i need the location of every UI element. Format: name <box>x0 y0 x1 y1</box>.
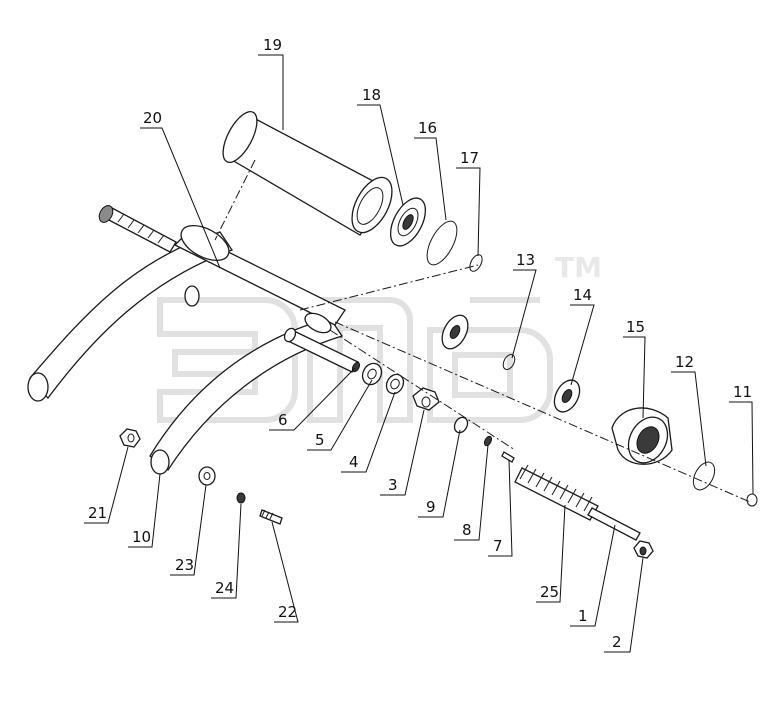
label-5: 5 <box>315 431 325 449</box>
label-23: 23 <box>175 556 194 574</box>
label-9: 9 <box>426 498 436 516</box>
label-13: 13 <box>516 251 535 269</box>
part-15-cap <box>611 407 673 465</box>
part-2-nut <box>633 540 654 559</box>
label-20: 20 <box>143 109 162 127</box>
leader-lines <box>84 54 754 653</box>
label-6: 6 <box>278 411 288 429</box>
label-2: 2 <box>612 633 622 651</box>
part-1-rod <box>587 507 641 541</box>
label-15: 15 <box>626 318 645 336</box>
part-5-washer <box>361 362 383 386</box>
part-17-ring <box>469 254 483 272</box>
label-16: 16 <box>418 119 437 137</box>
label-17: 17 <box>460 149 479 167</box>
part-20-arm-frame <box>27 205 346 475</box>
part-3-nut <box>412 387 440 411</box>
label-4: 4 <box>349 453 359 471</box>
label-1: 1 <box>578 607 588 625</box>
part-6-axle <box>283 327 361 373</box>
part-12-snap-ring <box>692 461 716 491</box>
assembly-axes <box>214 159 751 503</box>
watermark-logo: TM <box>157 251 602 423</box>
part-21-bushing <box>119 428 141 448</box>
part-23-washer <box>198 466 216 486</box>
part-18-bearing <box>389 197 427 247</box>
part-22-bolt <box>259 509 283 525</box>
label-14: 14 <box>573 286 592 304</box>
part-8-lock-washer <box>483 435 493 447</box>
label-7: 7 <box>493 537 503 555</box>
label-3: 3 <box>388 476 398 494</box>
part-4-washer <box>385 373 405 395</box>
label-24: 24 <box>215 579 234 597</box>
part-7-screw <box>501 451 515 463</box>
part-24-lock-washer <box>236 492 246 504</box>
label-25: 25 <box>540 583 559 601</box>
part-19-tube <box>222 110 393 236</box>
label-8: 8 <box>462 521 472 539</box>
part-14-bearing <box>553 379 581 413</box>
label-12: 12 <box>675 353 694 371</box>
label-18: 18 <box>362 86 381 104</box>
label-10: 10 <box>132 528 151 546</box>
part-25-spring <box>514 464 599 521</box>
label-22: 22 <box>278 603 297 621</box>
part-labels: 19 18 16 17 20 13 14 15 12 11 6 5 4 3 9 … <box>88 36 752 651</box>
label-21: 21 <box>88 504 107 522</box>
part-bearing-small <box>441 314 469 350</box>
label-19: 19 <box>263 36 282 54</box>
watermark-tm: TM <box>555 251 602 284</box>
label-11: 11 <box>733 383 752 401</box>
part-11-ring <box>746 493 758 507</box>
part-16-snap-ring <box>426 220 458 266</box>
